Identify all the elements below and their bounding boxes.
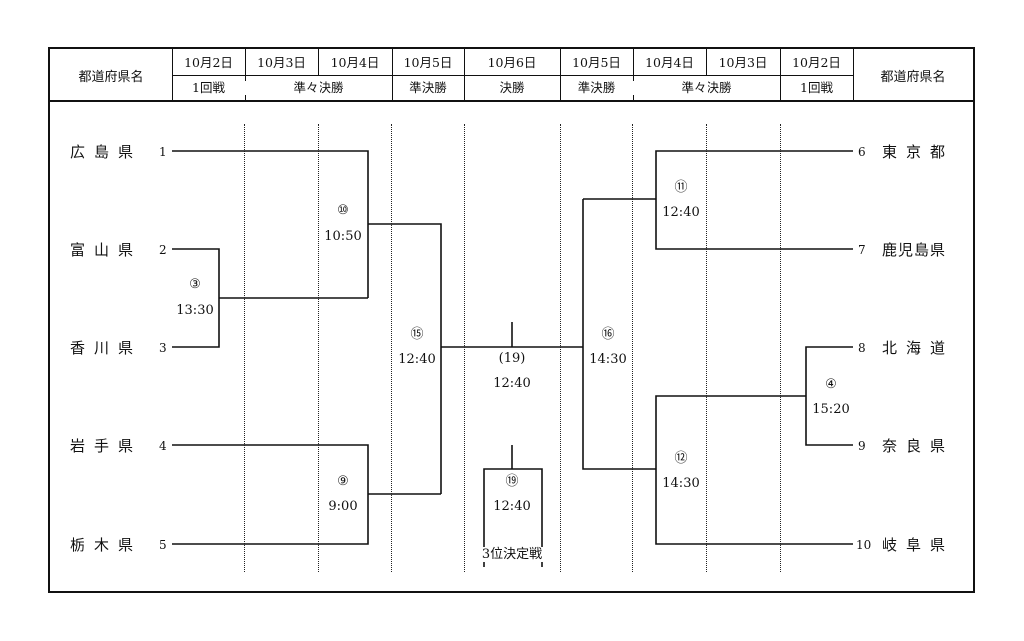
- match-number: ⑨: [337, 474, 349, 489]
- team-name: 北海道: [882, 339, 955, 357]
- match-number: (19): [498, 351, 526, 366]
- bracket-line: [483, 468, 543, 567]
- header-separator: [706, 49, 707, 100]
- day-divider: [244, 124, 245, 572]
- third-place-label: 3位決定戦: [467, 547, 557, 562]
- header-separator: [392, 49, 393, 100]
- header-prefecture-left: 都道府県名: [78, 70, 144, 85]
- bracket-line: [172, 248, 220, 348]
- date-cell: 10月5日: [403, 55, 453, 70]
- date-cell: 10月2日: [792, 55, 841, 70]
- day-divider: [780, 124, 781, 572]
- team-seed: 7: [858, 243, 866, 257]
- team-name: 奈良県: [882, 437, 955, 455]
- day-divider: [560, 124, 561, 572]
- round-cell: 1回戦: [800, 80, 833, 95]
- team-seed: 10: [856, 538, 872, 552]
- team-seed: 2: [159, 243, 167, 257]
- match-number: ③: [189, 277, 201, 292]
- match-time: 10:50: [324, 229, 362, 244]
- bracket-line: [655, 395, 853, 545]
- team-name: 栃木県: [70, 536, 143, 554]
- header-separator: [633, 49, 634, 100]
- match-number: ④: [825, 377, 837, 392]
- header-divider: [48, 100, 975, 102]
- team-name: 鹿児島県: [882, 241, 947, 259]
- team-name: 岐阜県: [882, 536, 955, 554]
- header-separator: [780, 49, 781, 100]
- match-number: ⑪: [674, 180, 688, 195]
- header-separator: [245, 49, 246, 100]
- match-time: 14:30: [589, 352, 627, 367]
- date-cell: 10月5日: [572, 55, 621, 70]
- day-divider: [464, 124, 465, 572]
- header-separator: [853, 49, 854, 100]
- bracket-line: [172, 150, 369, 298]
- date-cell: 10月3日: [257, 55, 306, 70]
- match-number: ⑲: [505, 474, 519, 489]
- match-time: 12:40: [493, 376, 531, 391]
- team-name: 岩手県: [70, 437, 143, 455]
- date-cell: 10月6日: [487, 55, 537, 70]
- match-time: 15:20: [812, 402, 850, 417]
- team-name: 富山県: [70, 241, 143, 259]
- match-time: 14:30: [662, 476, 700, 491]
- header-separator: [172, 49, 173, 100]
- bracket-line: [582, 199, 656, 470]
- date-cell: 10月4日: [645, 55, 694, 70]
- match-number: ⑫: [674, 451, 688, 466]
- date-cell: 10月4日: [330, 55, 380, 70]
- header-row-divider: [172, 75, 853, 76]
- day-divider: [706, 124, 707, 572]
- round-cell: 1回戦: [192, 80, 225, 95]
- match-number: ⑮: [410, 327, 424, 342]
- day-divider: [391, 124, 392, 572]
- date-cell: 10月3日: [718, 55, 768, 70]
- round-cell: 決勝: [499, 80, 525, 95]
- team-name: 東京都: [882, 143, 955, 161]
- match-number: ⑯: [601, 327, 615, 342]
- header-prefecture-right: 都道府県名: [880, 70, 946, 85]
- match-time: 9:00: [328, 499, 358, 514]
- team-seed: 6: [858, 145, 866, 159]
- merge-mask: [705, 76, 708, 100]
- match-number: ⑩: [337, 203, 349, 218]
- round-cell: 準決勝: [577, 80, 616, 95]
- team-seed: 9: [858, 439, 866, 453]
- bracket-frame: [48, 47, 975, 593]
- team-seed: 8: [858, 341, 866, 355]
- header-separator: [560, 49, 561, 100]
- day-divider: [318, 124, 319, 572]
- round-cell: 準決勝: [409, 80, 447, 95]
- match-time: 12:40: [493, 499, 531, 514]
- team-seed: 5: [159, 538, 167, 552]
- team-name: 広島県: [70, 143, 143, 161]
- team-name: 香川県: [70, 339, 143, 357]
- match-time: 13:30: [176, 303, 214, 318]
- bracket-line: [805, 346, 853, 446]
- date-cell: 10月2日: [184, 55, 233, 70]
- header-separator: [318, 49, 319, 100]
- team-seed: 1: [159, 145, 167, 159]
- match-time: 12:40: [662, 205, 700, 220]
- header-separator: [464, 49, 465, 100]
- team-seed: 3: [159, 341, 167, 355]
- day-divider: [632, 124, 633, 572]
- match-time: 12:40: [398, 352, 436, 367]
- merge-mask: [317, 76, 320, 100]
- team-seed: 4: [159, 439, 167, 453]
- bracket-line: [655, 150, 853, 250]
- bracket-line: [368, 223, 442, 494]
- bracket-line: [172, 444, 369, 545]
